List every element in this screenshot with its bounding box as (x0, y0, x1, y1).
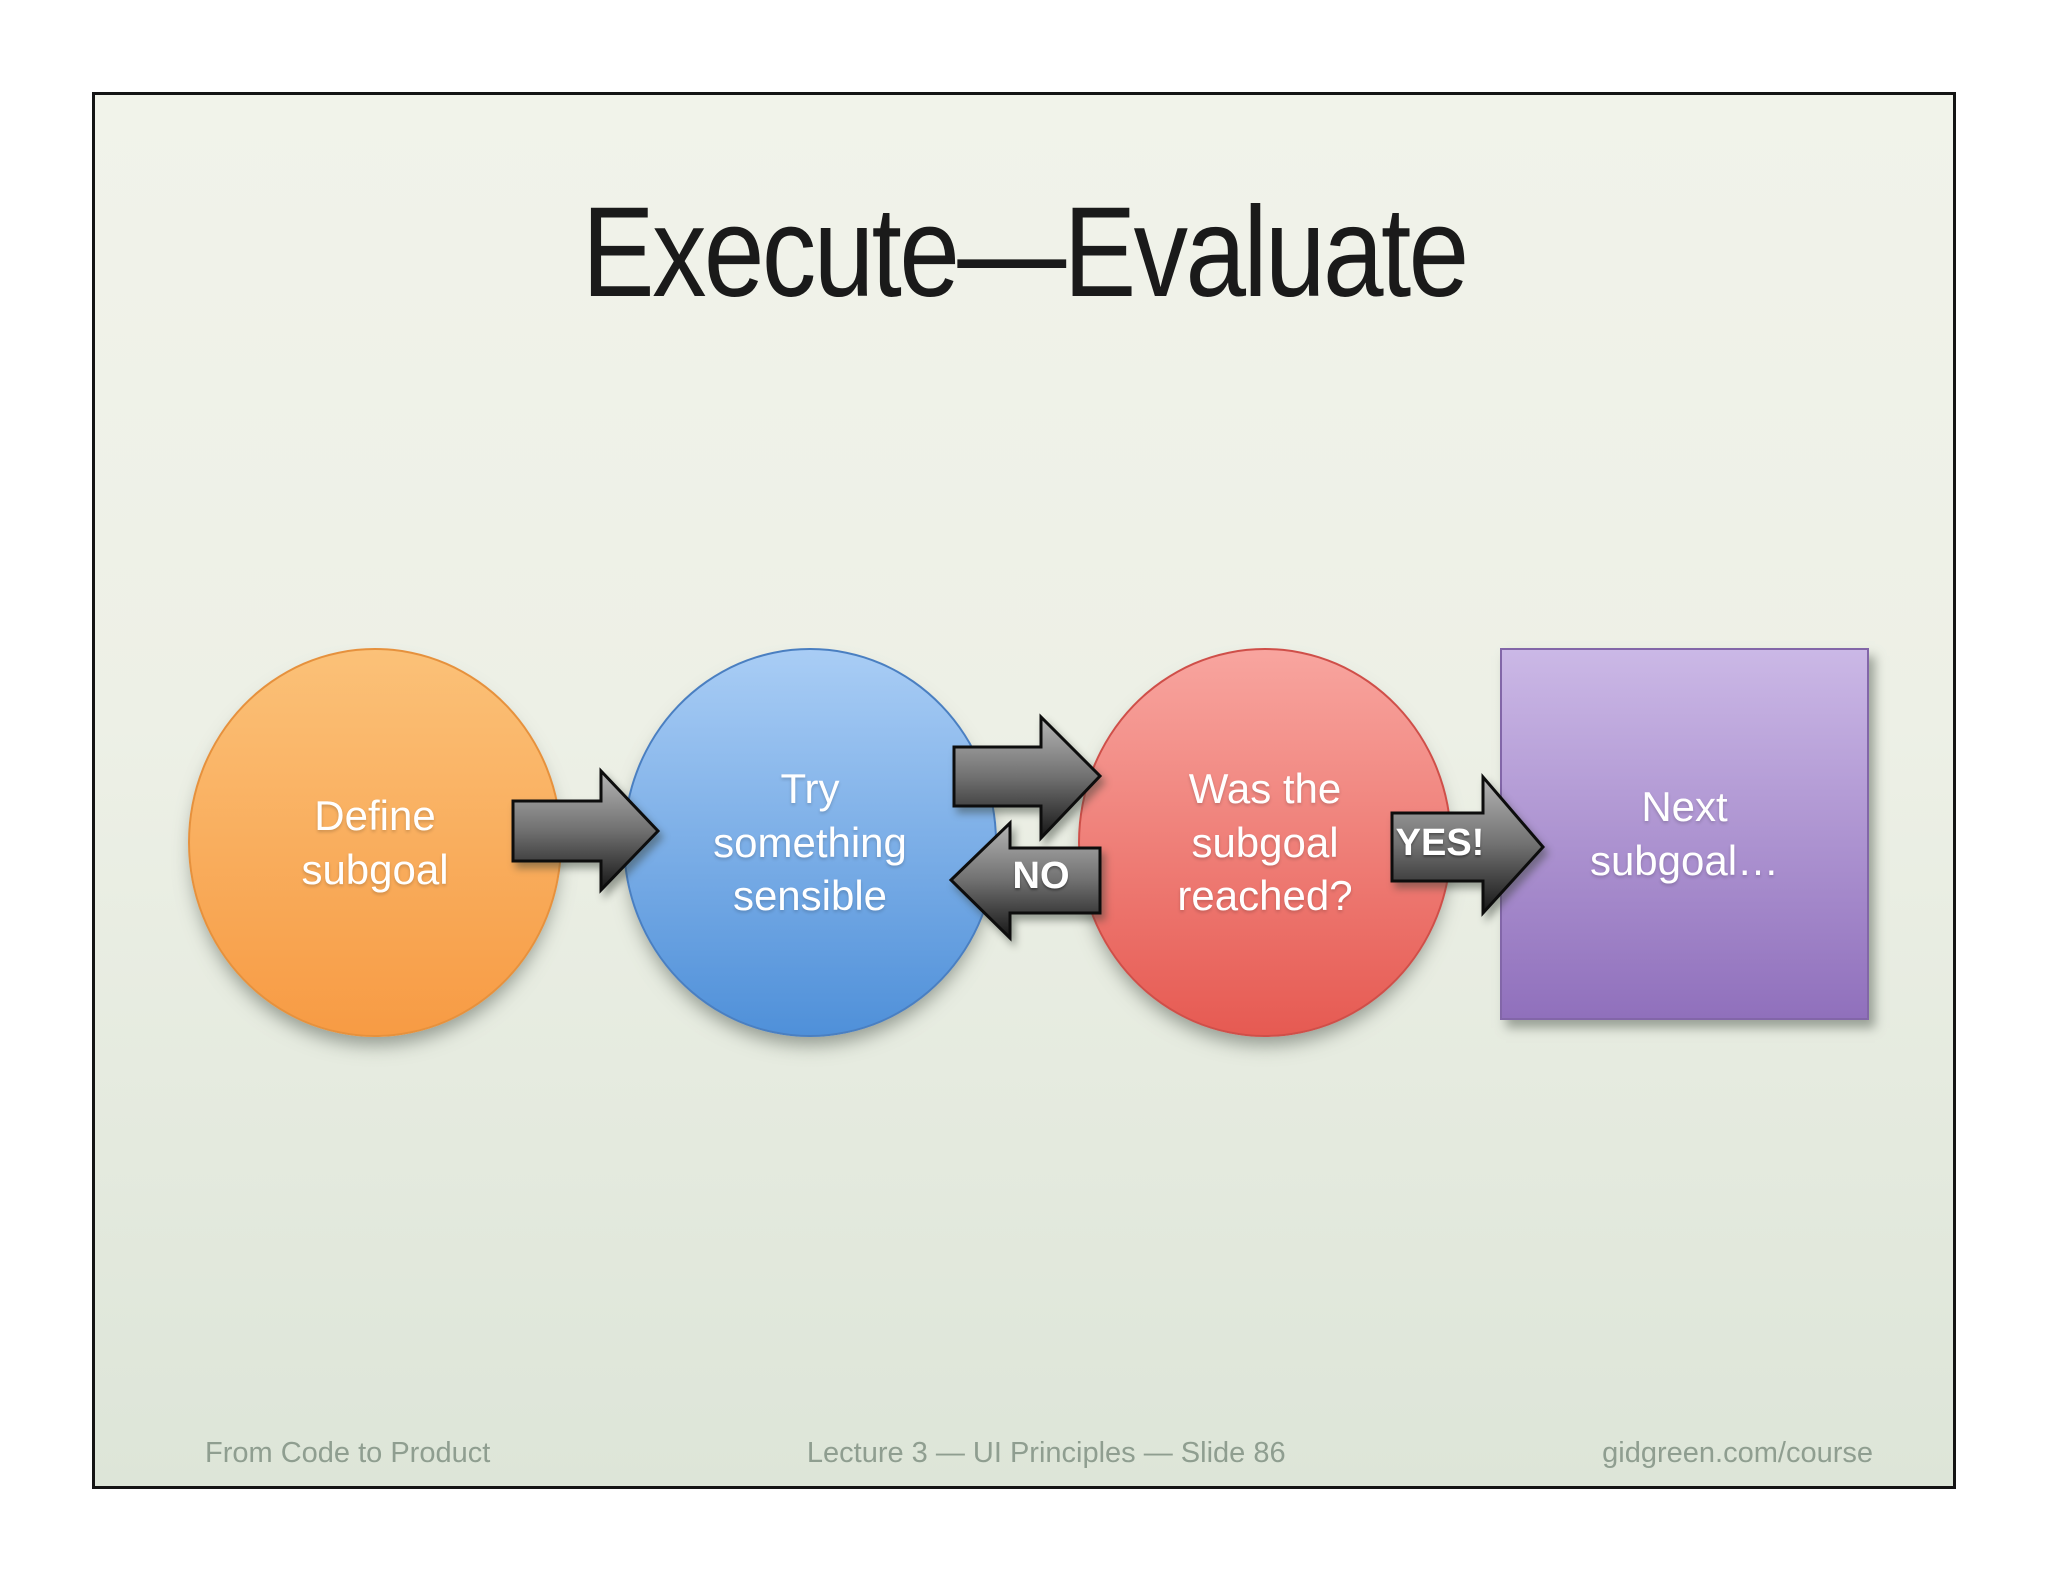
node-next-subgoal: Next subgoal… (1500, 648, 1869, 1020)
node-try-something-sensible-label: Try something sensible (713, 764, 907, 920)
node-try-something-sensible: Try something sensible (623, 648, 997, 1037)
node-was-subgoal-reached: Was the subgoal reached? (1078, 648, 1452, 1037)
footer-website: gidgreen.com/course (1602, 1437, 1873, 1469)
slide-title: Execute—Evaluate (581, 181, 1469, 324)
slide-footer: From Code to Product Lecture 3 — UI Prin… (95, 1437, 1953, 1470)
node-was-subgoal-reached-label: Was the subgoal reached? (1177, 764, 1353, 920)
node-define-subgoal-label: Define subgoal (301, 791, 449, 893)
footer-lecture-info: Lecture 3 — UI Principles — Slide 86 (806, 1437, 1286, 1469)
node-define-subgoal: Define subgoal (188, 648, 562, 1037)
slide: Execute—Evaluate Define subgoal Try some… (92, 92, 1956, 1489)
node-next-subgoal-label: Next subgoal… (1589, 783, 1780, 884)
footer-course-name: From Code to Product (205, 1437, 491, 1469)
arrow-label-yes: YES! (1395, 822, 1485, 864)
title-wrap: Execute—Evaluate (95, 181, 1953, 324)
arrow-label-no: NO (1012, 855, 1070, 897)
